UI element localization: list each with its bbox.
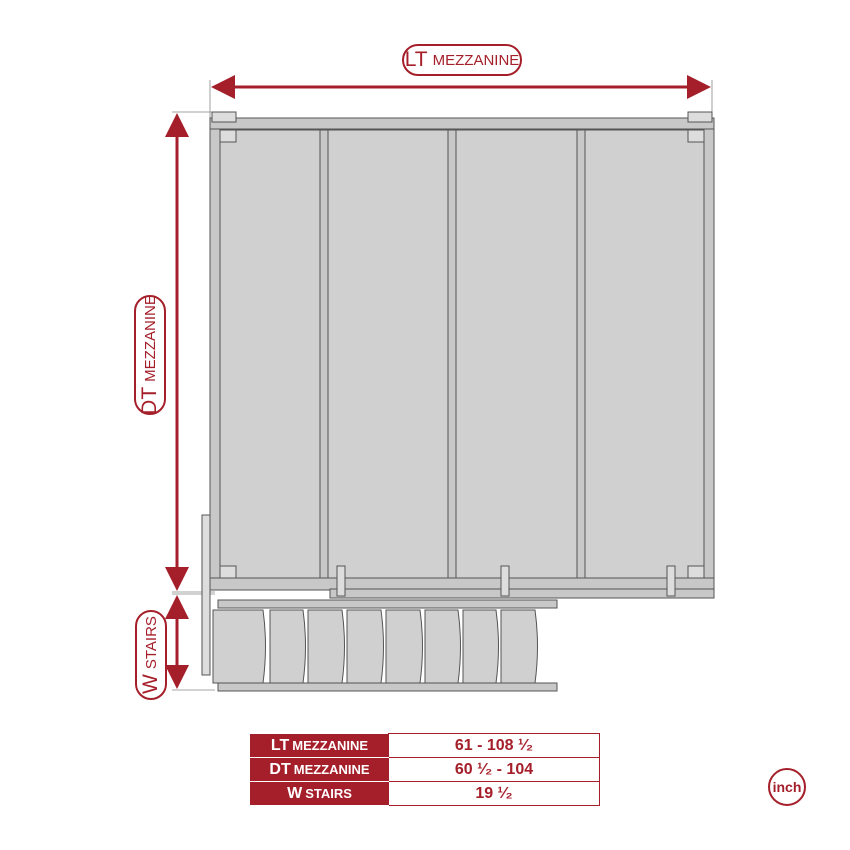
lt-abbr: LT — [404, 48, 428, 71]
extension-lines — [172, 80, 713, 691]
lt-word: MEZZANINE — [432, 51, 520, 69]
row-word: MEZZANINE — [292, 737, 369, 753]
row-abbr: LT — [270, 736, 290, 754]
row-abbr: DT — [269, 760, 291, 778]
row-abbr: W — [287, 784, 303, 802]
unit-badge: inch — [768, 768, 806, 806]
row-value: 19 ¹⁄₂ — [388, 781, 600, 806]
w-word: STAIRS — [142, 616, 160, 670]
mezzanine-platform — [201, 111, 715, 676]
dt-word: MEZZANINE — [141, 295, 159, 382]
row-word: STAIRS — [305, 785, 352, 801]
stairs — [212, 599, 558, 692]
dt-abbr: DT — [138, 386, 161, 415]
row-value: 61 - 108 ¹⁄₂ — [388, 733, 600, 758]
row-word: MEZZANINE — [293, 761, 370, 777]
w-stairs-label: W STAIRS — [135, 610, 167, 700]
row-value: 60 ¹⁄₂ - 104 — [388, 757, 600, 782]
dt-mezzanine-label: DT MEZZANINE — [134, 295, 166, 415]
w-abbr: W — [139, 674, 162, 694]
dimension-arrows — [165, 75, 711, 689]
